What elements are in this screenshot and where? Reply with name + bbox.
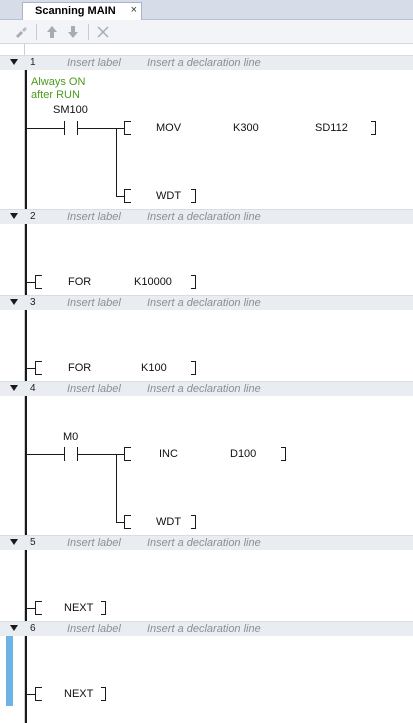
rung-wire (27, 282, 35, 283)
insert-declaration-field[interactable]: Insert a declaration line (147, 57, 261, 69)
instruction-operand[interactable]: K100 (141, 362, 167, 374)
insert-declaration-field[interactable]: Insert a declaration line (147, 537, 261, 549)
rung-wire (27, 368, 35, 369)
collapse-toggle-icon[interactable] (10, 385, 18, 391)
instruction-bracket-right (101, 687, 106, 701)
insert-declaration-field[interactable]: Insert a declaration line (147, 383, 261, 395)
instruction-name[interactable]: FOR (68, 362, 92, 374)
tab-title: Scanning MAIN (35, 5, 116, 17)
insert-declaration-field[interactable]: Insert a declaration line (147, 211, 261, 223)
instruction-name[interactable]: INC (159, 448, 178, 460)
contact-device-label: M0 (63, 431, 79, 443)
network-header: 1 Insert label Insert a declaration line (0, 55, 413, 70)
branch-wire (116, 128, 117, 197)
insert-label-field[interactable]: Insert label (67, 211, 121, 223)
network-header: 5 Insert label Insert a declaration line (0, 535, 413, 550)
collapse-toggle-icon[interactable] (10, 213, 18, 219)
instruction-bracket-left (124, 515, 131, 529)
instruction-operand[interactable]: D100 (230, 448, 257, 460)
instruction-name[interactable]: FOR (68, 276, 92, 288)
toolbar (0, 20, 413, 44)
normally-open-contact[interactable] (64, 447, 78, 461)
instruction-bracket-right (371, 121, 376, 135)
tab-scanning-main[interactable]: Scanning MAIN × (22, 2, 142, 20)
current-line-marker (6, 636, 13, 706)
network-number: 5 (30, 537, 36, 548)
rung-wire (27, 454, 64, 455)
toolbar-separator (88, 24, 89, 40)
instruction-bracket-right (101, 601, 106, 615)
insert-declaration-field[interactable]: Insert a declaration line (147, 623, 261, 635)
instruction-bracket-left (124, 447, 131, 461)
insert-label-field[interactable]: Insert label (67, 383, 121, 395)
network-number: 4 (30, 383, 36, 394)
instruction-operand[interactable]: SD112 (315, 122, 348, 134)
insert-label-field[interactable]: Insert label (67, 623, 121, 635)
left-power-rail (25, 70, 27, 723)
instruction-bracket-right (191, 515, 196, 529)
instruction-bracket-left (35, 275, 42, 289)
rung-wire (78, 128, 124, 129)
instruction-name[interactable]: WDT (156, 516, 182, 528)
toolbar-separator (36, 24, 37, 40)
insert-declaration-field[interactable]: Insert a declaration line (147, 297, 261, 309)
rung-wire (116, 196, 124, 197)
tab-bar: Scanning MAIN × (0, 0, 413, 20)
rung-wire (27, 128, 64, 129)
rung-wire (78, 454, 124, 455)
instruction-name[interactable]: NEXT (64, 688, 94, 700)
delete-icon[interactable] (94, 23, 112, 41)
instruction-bracket-left (35, 687, 42, 701)
brush-icon[interactable] (12, 23, 30, 41)
instruction-operand[interactable]: K10000 (134, 276, 172, 288)
collapse-toggle-icon[interactable] (10, 539, 18, 545)
arrow-down-icon[interactable] (64, 23, 82, 41)
instruction-bracket-right (191, 275, 196, 289)
insert-label-field[interactable]: Insert label (67, 537, 121, 549)
instruction-bracket-right (191, 189, 196, 203)
network-header: 2 Insert label Insert a declaration line (0, 209, 413, 224)
close-icon[interactable]: × (130, 4, 137, 16)
contact-device-label: SM100 (53, 104, 88, 116)
insert-label-field[interactable]: Insert label (67, 297, 121, 309)
instruction-bracket-left (124, 189, 131, 203)
network-header: 6 Insert label Insert a declaration line (0, 621, 413, 636)
network-header: 3 Insert label Insert a declaration line (0, 295, 413, 310)
network-header: 4 Insert label Insert a declaration line (0, 381, 413, 396)
arrow-up-icon[interactable] (43, 23, 61, 41)
rung-wire (27, 694, 35, 695)
network-number: 2 (30, 211, 36, 222)
device-comment: after RUN (31, 89, 80, 101)
instruction-name[interactable]: NEXT (64, 602, 94, 614)
collapse-toggle-icon[interactable] (10, 299, 18, 305)
network-number: 1 (30, 57, 36, 68)
network-number: 6 (30, 623, 36, 634)
insert-label-field[interactable]: Insert label (67, 57, 121, 69)
instruction-name[interactable]: WDT (156, 190, 182, 202)
rung-wire (116, 522, 124, 523)
device-comment: Always ON (31, 76, 86, 88)
collapse-toggle-icon[interactable] (10, 59, 18, 65)
instruction-operand[interactable]: K300 (233, 122, 259, 134)
instruction-name[interactable]: MOV (156, 122, 182, 134)
normally-open-contact[interactable] (64, 121, 78, 135)
network-number: 3 (30, 297, 36, 308)
instruction-bracket-right (191, 361, 196, 375)
instruction-bracket-right (281, 447, 286, 461)
instruction-bracket-left (124, 121, 131, 135)
branch-wire (116, 454, 117, 523)
rung-wire (27, 608, 35, 609)
instruction-bracket-left (35, 361, 42, 375)
collapse-toggle-icon[interactable] (10, 625, 18, 631)
instruction-bracket-left (35, 601, 42, 615)
